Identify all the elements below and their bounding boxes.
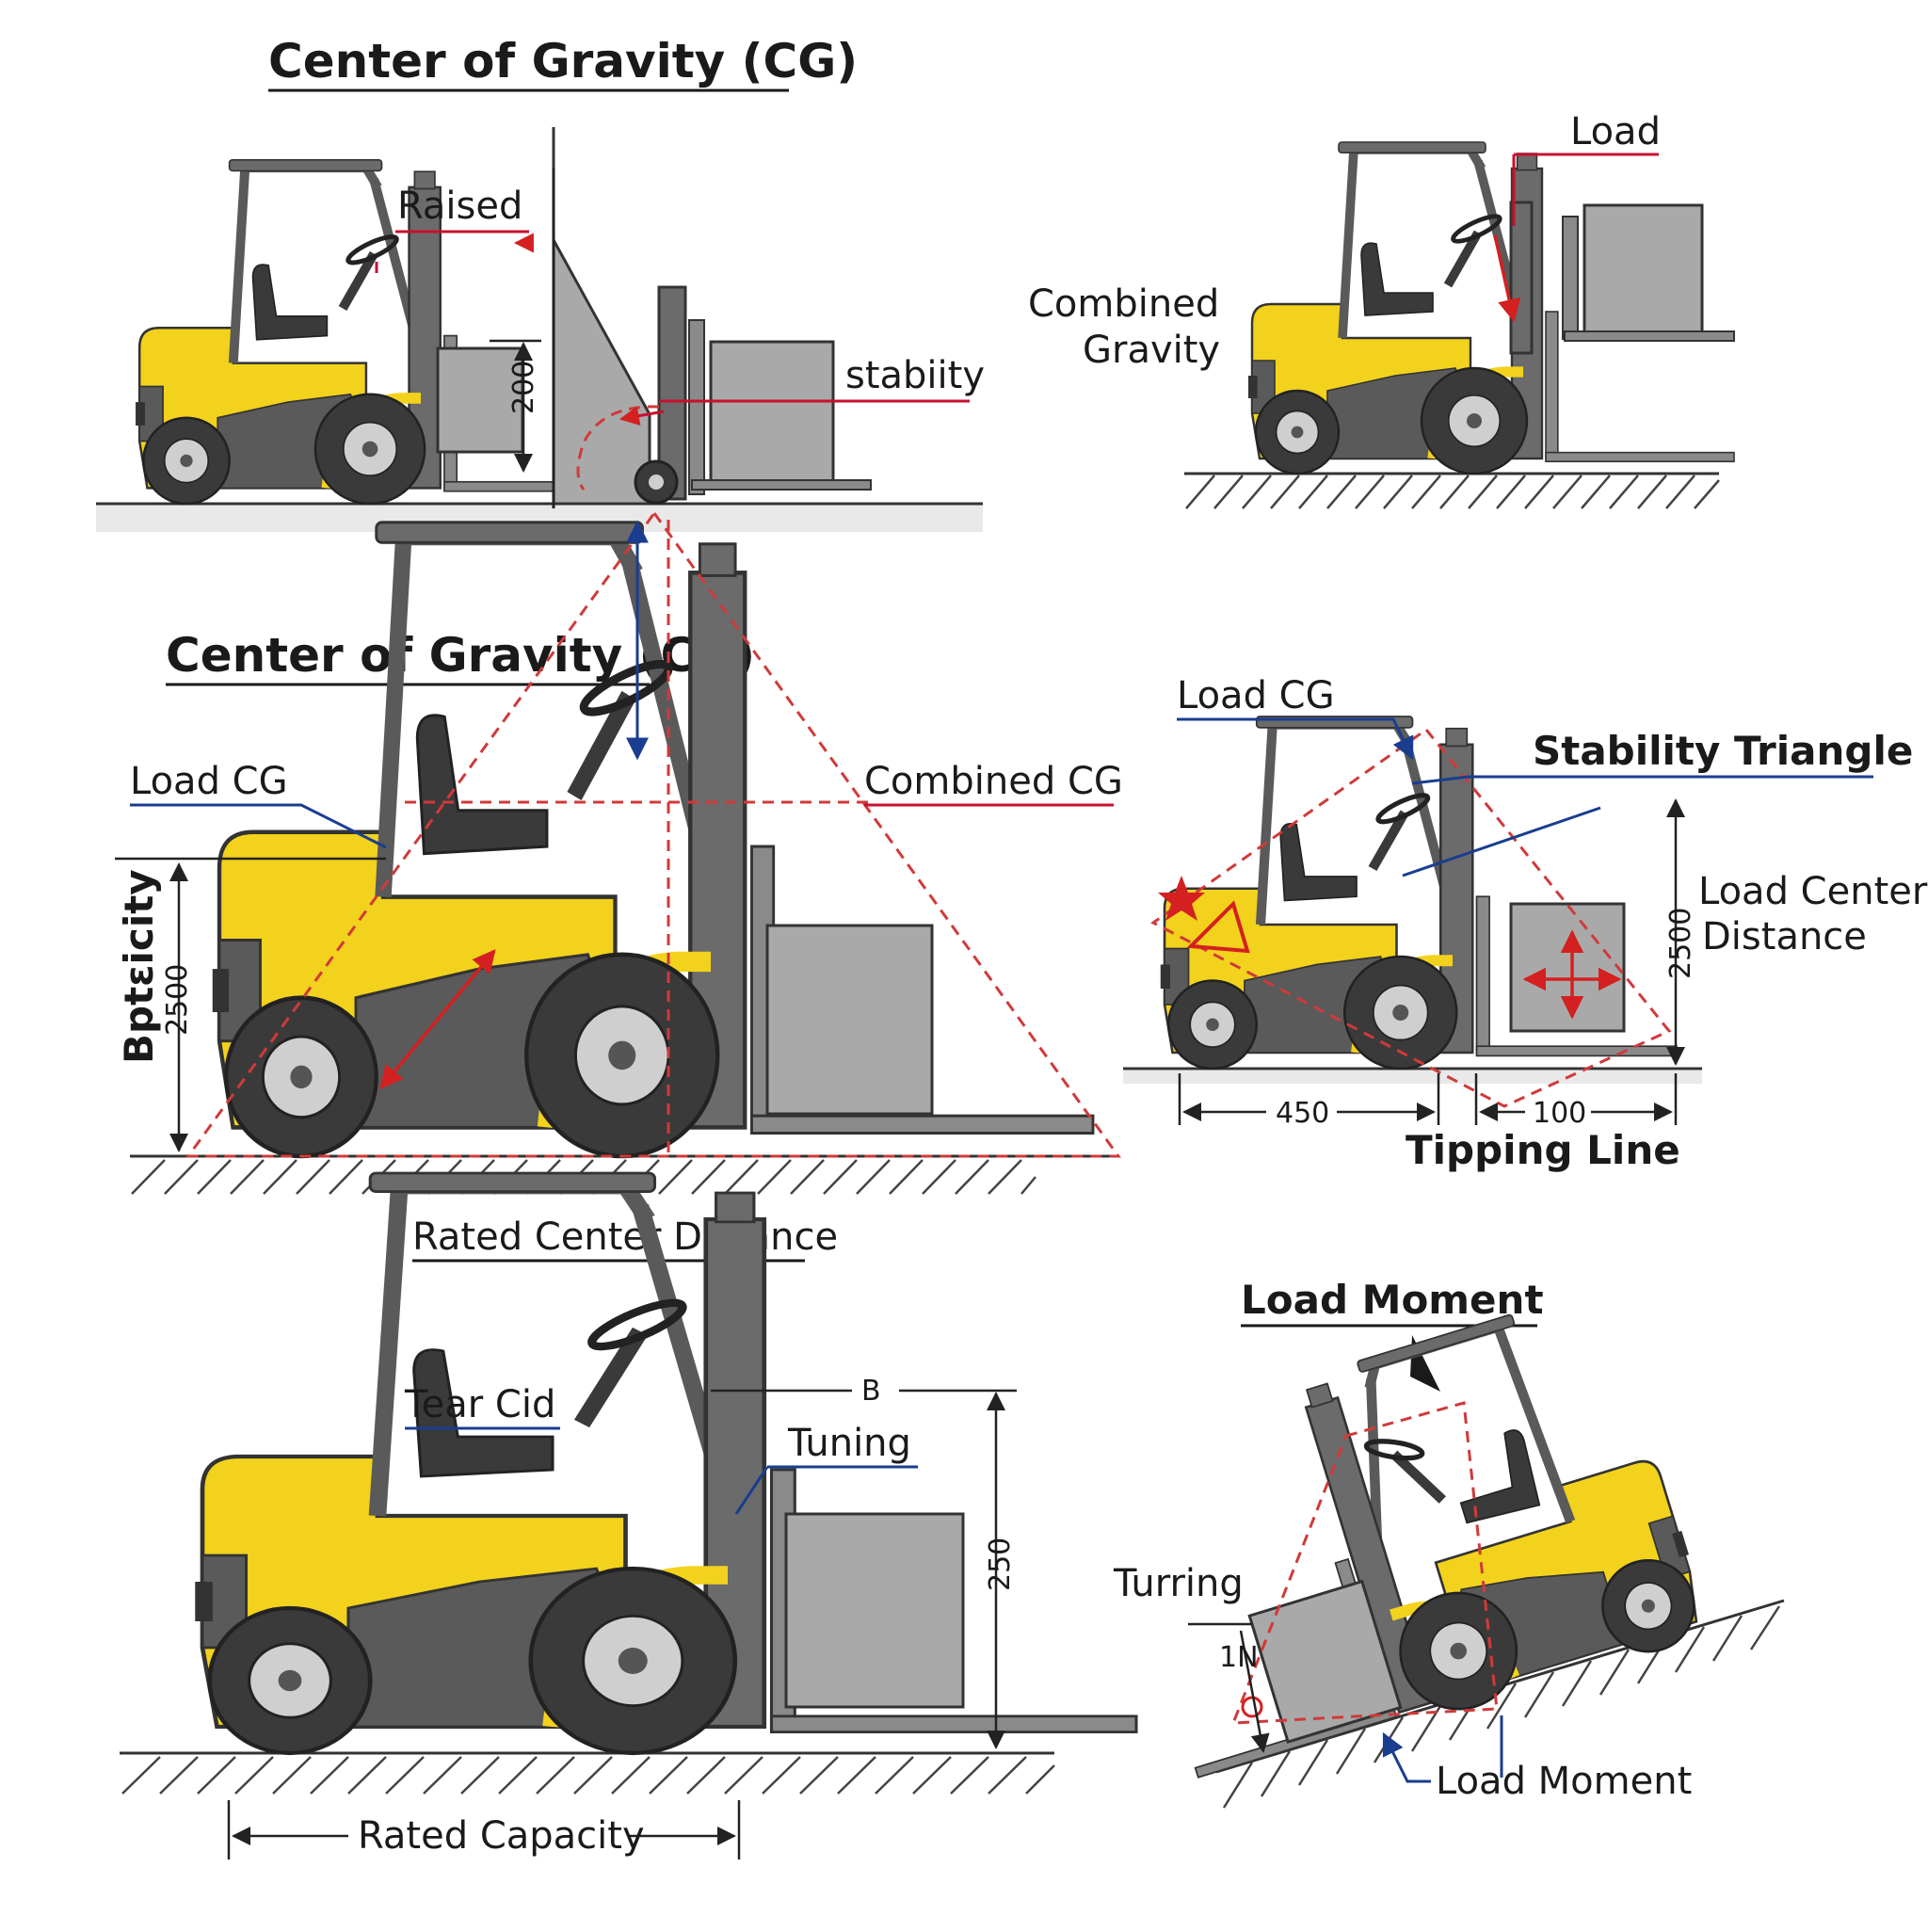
panel3-stability-triangle: [185, 510, 1121, 1158]
panel-bottom-right: Load Moment Turring 1N Load Moment: [1096, 1277, 1785, 1809]
panel4-label-distance: Distance: [1702, 915, 1867, 958]
panel-top-right: Load Combined Gravity: [1028, 110, 1734, 509]
panel2-label-combined: Combined: [1028, 282, 1219, 326]
panel3-label-combined-cg: Combined CG: [864, 760, 1123, 803]
panel2-load-box: [1583, 203, 1704, 339]
panel6-load-box: [1247, 1579, 1403, 1744]
panel6-dim-1n: 1N: [1219, 1641, 1259, 1674]
alert-star-icon: [1158, 876, 1205, 921]
panel5-label-b: B: [861, 1375, 881, 1408]
panel2-label-load: Load: [1570, 110, 1661, 153]
panel1-label-stability: stabiity: [845, 354, 985, 397]
panel2-ground-hatch: [1185, 475, 1720, 509]
panel1-load-box-2: [709, 340, 835, 485]
panel5-dim-250: 250: [984, 1538, 1017, 1591]
panel1-dim-200: 200: [507, 361, 540, 414]
panel5-label-tuning: Tuning: [787, 1422, 911, 1465]
panel-middle-left: Center of Gravity (CG) Load CG Combined …: [115, 510, 1123, 1195]
panel1-tipping-wedge: [552, 127, 651, 506]
panel4-label-load-center: Load Center: [1698, 870, 1928, 913]
panel6-moment-outline: [1230, 1401, 1499, 1725]
panel3-dim-2500: 2500: [161, 964, 194, 1036]
panel6-label-turring: Turring: [1113, 1562, 1244, 1605]
panel6-ground-hatch: [1222, 1605, 1781, 1809]
panel-top-left: Center of Gravity (CG) Raised 200 stabii…: [96, 34, 985, 532]
panel4-dim-2500: 2500: [1664, 908, 1697, 979]
panel3-load-box: [765, 924, 934, 1116]
panel6-label-load-moment: Load Moment: [1436, 1760, 1692, 1803]
panel5-load-box: [784, 1512, 965, 1709]
warning-triangle-icon: [1186, 900, 1250, 954]
panel4-label-load-cg: Load CG: [1177, 674, 1335, 717]
panel4-dim-450: 450: [1276, 1097, 1329, 1130]
panel1-label-raised: Raised: [397, 185, 522, 228]
panel4-label-stability-triangle: Stability Triangle: [1533, 728, 1913, 774]
panel4-label-tipping-line: Tipping Line: [1406, 1127, 1680, 1173]
panel-bottom-left: Rated Center Distance Tear Cid Tuning B …: [120, 1173, 1136, 1860]
panel6-title: Load Moment: [1241, 1277, 1544, 1323]
panel-middle-right: Load CG Stability Triangle Load Center D…: [1123, 674, 1928, 1173]
panel4-stability-triangle: [1150, 727, 1672, 1108]
panel4-load-box: [1509, 902, 1626, 1033]
panel3-forklift: [213, 523, 1093, 1156]
panel5-label-tear-cid: Tear Cid: [404, 1383, 555, 1426]
panel1-title: Center of Gravity (CG): [268, 34, 858, 89]
panel3-label-load-cg: Load CG: [130, 760, 288, 803]
panel4-dim-100: 100: [1533, 1097, 1586, 1130]
panel5-label-rated-capacity: Rated Capacity: [358, 1814, 645, 1858]
load-cg-leader: [130, 803, 387, 849]
panel3-side-label: Bptεicity: [116, 869, 162, 1064]
panel5-ground-hatch: [121, 1756, 1055, 1795]
panel2-label-gravity: Gravity: [1083, 329, 1220, 372]
panel5-title: Rated Center Distance: [412, 1216, 838, 1259]
